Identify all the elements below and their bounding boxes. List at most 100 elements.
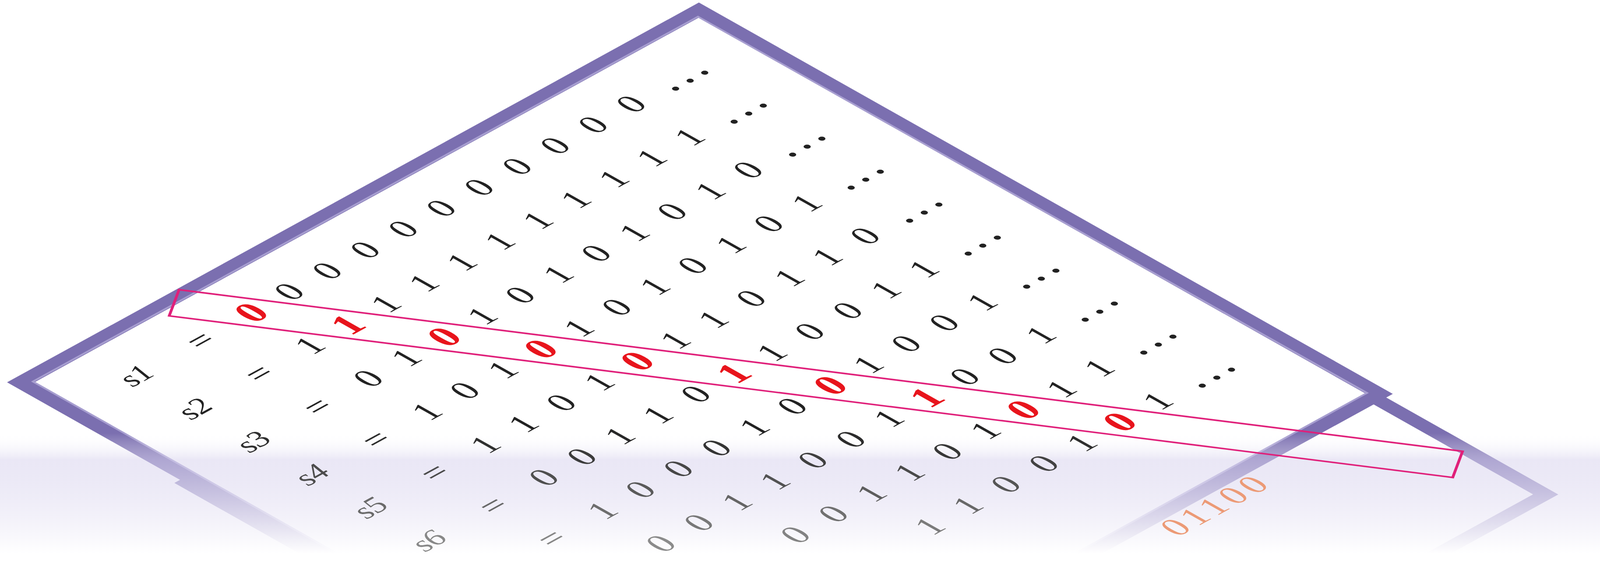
band-outline xyxy=(122,0,1502,578)
ellipsis: ... xyxy=(823,152,899,194)
sequence-digit: 0 xyxy=(882,331,930,358)
sequence-name: s3 xyxy=(227,427,279,457)
sequence-digit: 1 xyxy=(906,513,954,540)
sequence-digit: 0 xyxy=(493,153,541,180)
sequence-digit: 0 xyxy=(786,318,834,346)
sequence-digit: 0 xyxy=(648,198,696,226)
diagonal-digit: 1 xyxy=(900,383,954,413)
sequence-digit: 1 xyxy=(590,165,638,192)
equals-sign: = xyxy=(292,393,342,421)
sequence-digit: 0 xyxy=(455,174,503,201)
sequence-digit: 0 xyxy=(669,252,717,279)
sequence-digit: 0 xyxy=(303,257,351,285)
equals-sign: = xyxy=(468,492,518,520)
sequence-digit: 0 xyxy=(345,365,392,392)
sequence-digit: 0 xyxy=(1020,451,1068,478)
sequence-digit: 1 xyxy=(751,468,799,495)
new-sequence-digits: 01100 xyxy=(1152,469,1281,541)
sequence-digit: 0 xyxy=(982,471,1030,498)
sequence-digit: 0 xyxy=(441,377,489,405)
sequence-digit: 0 xyxy=(607,91,655,118)
sequence-digit: 1 xyxy=(610,219,658,247)
equals-sign: = xyxy=(351,426,401,454)
sequence-digit: 0 xyxy=(637,530,685,557)
sequence-digit: 1 xyxy=(707,231,755,258)
diagonal-digit: 0 xyxy=(610,346,664,377)
sequence-digit: 1 xyxy=(634,401,682,429)
sequence-digit: 1 xyxy=(476,228,524,255)
ellipsis: ... xyxy=(1057,284,1133,327)
ellipsis: ... xyxy=(1116,317,1192,360)
sequence-digit: 0 xyxy=(341,236,389,264)
diagonal-digit: 0 xyxy=(514,334,568,365)
sequence-digit: 1 xyxy=(400,270,448,297)
diagonal-band: 0100010100 xyxy=(122,0,1502,578)
equals-sign: = xyxy=(176,327,226,355)
sequence-digit: 1 xyxy=(944,492,992,519)
equals-sign: = xyxy=(410,459,460,487)
sequence-name: s1 xyxy=(110,361,162,391)
sequence-digit: 1 xyxy=(848,480,896,507)
sequence-digit: 1 xyxy=(783,190,831,217)
sequence-digit: 0 xyxy=(379,216,427,243)
fade-out xyxy=(0,433,1600,578)
ellipsis: ... xyxy=(940,218,1016,261)
sequence-digit: 1 xyxy=(461,431,509,459)
sequence-digit: 0 xyxy=(675,510,723,537)
sequence-digit: 1 xyxy=(690,306,737,333)
sequence-digit: 0 xyxy=(655,456,702,483)
diagonal-digit: 1 xyxy=(707,358,761,389)
sequence-digit: 0 xyxy=(520,464,568,491)
diagonal-digit: 0 xyxy=(224,297,278,328)
sequence-digit: 1 xyxy=(1017,322,1065,349)
sequence-name: s2 xyxy=(169,394,221,424)
diagonal-digit: 0 xyxy=(417,322,471,353)
sequence-digit: 1 xyxy=(514,207,562,234)
ellipsis: ... xyxy=(648,53,723,96)
sequence-digit: 1 xyxy=(552,186,600,213)
sequence-name: s4 xyxy=(285,461,338,490)
sequence-digit: 1 xyxy=(438,249,486,276)
sequence-digit: 1 xyxy=(534,261,582,288)
sequence-digit: 1 xyxy=(862,277,910,304)
sequence-digit: 1 xyxy=(713,489,761,516)
diagonal-digit: 0 xyxy=(997,395,1051,426)
sequence-digit: 1 xyxy=(765,264,813,292)
sequence-digit: 0 xyxy=(920,310,968,337)
band-outline-shape xyxy=(150,12,1482,578)
sequence-digit: 0 xyxy=(496,282,544,309)
front-sheet-layer: s1=0000000000...s2=1111111111...s3=01101… xyxy=(20,10,1380,578)
sequence-digit: 0 xyxy=(923,438,971,466)
diagonal-digit: 0 xyxy=(1093,407,1147,438)
diagonal-digit: 1 xyxy=(321,310,375,340)
sequence-digit: 0 xyxy=(531,132,579,159)
sequence-digit: 0 xyxy=(572,240,620,267)
sequence-digit: 1 xyxy=(730,414,778,441)
ellipsis: ... xyxy=(999,251,1075,294)
sequence-digit: 0 xyxy=(745,211,793,238)
sequence-digit: 0 xyxy=(417,195,465,222)
sequence-digit: 0 xyxy=(827,426,875,453)
sequence-digit: 1 xyxy=(500,410,547,438)
ellipsis: ... xyxy=(881,185,957,228)
ellipsis: ... xyxy=(706,86,782,128)
sequence-digit: 1 xyxy=(596,422,644,450)
sequence-digit: 0 xyxy=(558,444,606,471)
sequence-digit: 1 xyxy=(628,144,676,172)
sequence-digit: 0 xyxy=(569,111,617,138)
sequence-digit: 1 xyxy=(803,243,851,271)
sequence-digit: 0 xyxy=(616,476,664,504)
sequence-digit: 0 xyxy=(824,297,872,325)
sequence-digit: 0 xyxy=(979,342,1027,370)
sequence-digit: 1 xyxy=(578,497,626,525)
sequence-digit: 0 xyxy=(724,157,772,184)
sequence-digit: 1 xyxy=(666,123,714,151)
equals-sign: = xyxy=(527,525,577,553)
sequence-digit: 1 xyxy=(885,459,933,486)
sequence-digit: 0 xyxy=(789,447,837,474)
sequence-digit: 0 xyxy=(727,285,775,312)
sequence-name: s6 xyxy=(402,526,455,556)
sequence-name: s5 xyxy=(344,493,396,523)
sequence-digit: 0 xyxy=(593,294,641,321)
sequence-digit: 1 xyxy=(403,398,451,426)
